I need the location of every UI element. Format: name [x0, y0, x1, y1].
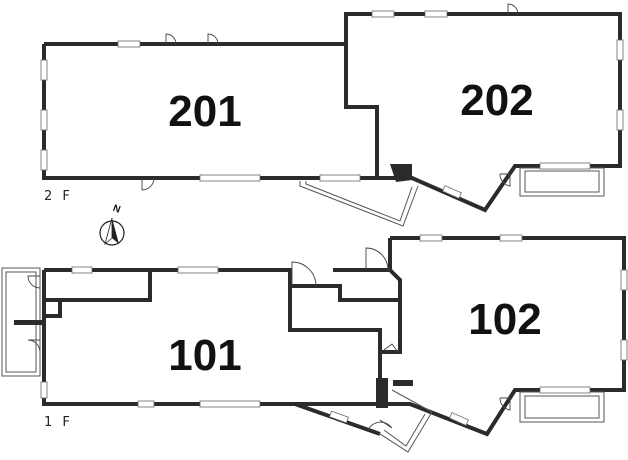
north-arrow-icon: N [99, 203, 125, 246]
room-202-corner-block [390, 164, 412, 182]
room-102-label: 102 [468, 295, 541, 344]
corridor-block [376, 378, 388, 408]
room-202-label: 202 [460, 76, 533, 125]
room-201-label: 201 [168, 87, 241, 136]
room-101-walls [42, 268, 382, 406]
second-floor: 201 202 2 F [40, 3, 624, 227]
north-label: N [111, 203, 122, 216]
floor-label-2f: 2 F [44, 189, 73, 204]
room-102-walls [380, 236, 626, 437]
first-floor: 101 102 1 F [1, 234, 628, 453]
floor-label-1f: 1 F [44, 415, 73, 430]
balcony-201 [299, 181, 419, 227]
entrance-porch [379, 389, 433, 453]
room-101-label: 101 [168, 331, 241, 380]
